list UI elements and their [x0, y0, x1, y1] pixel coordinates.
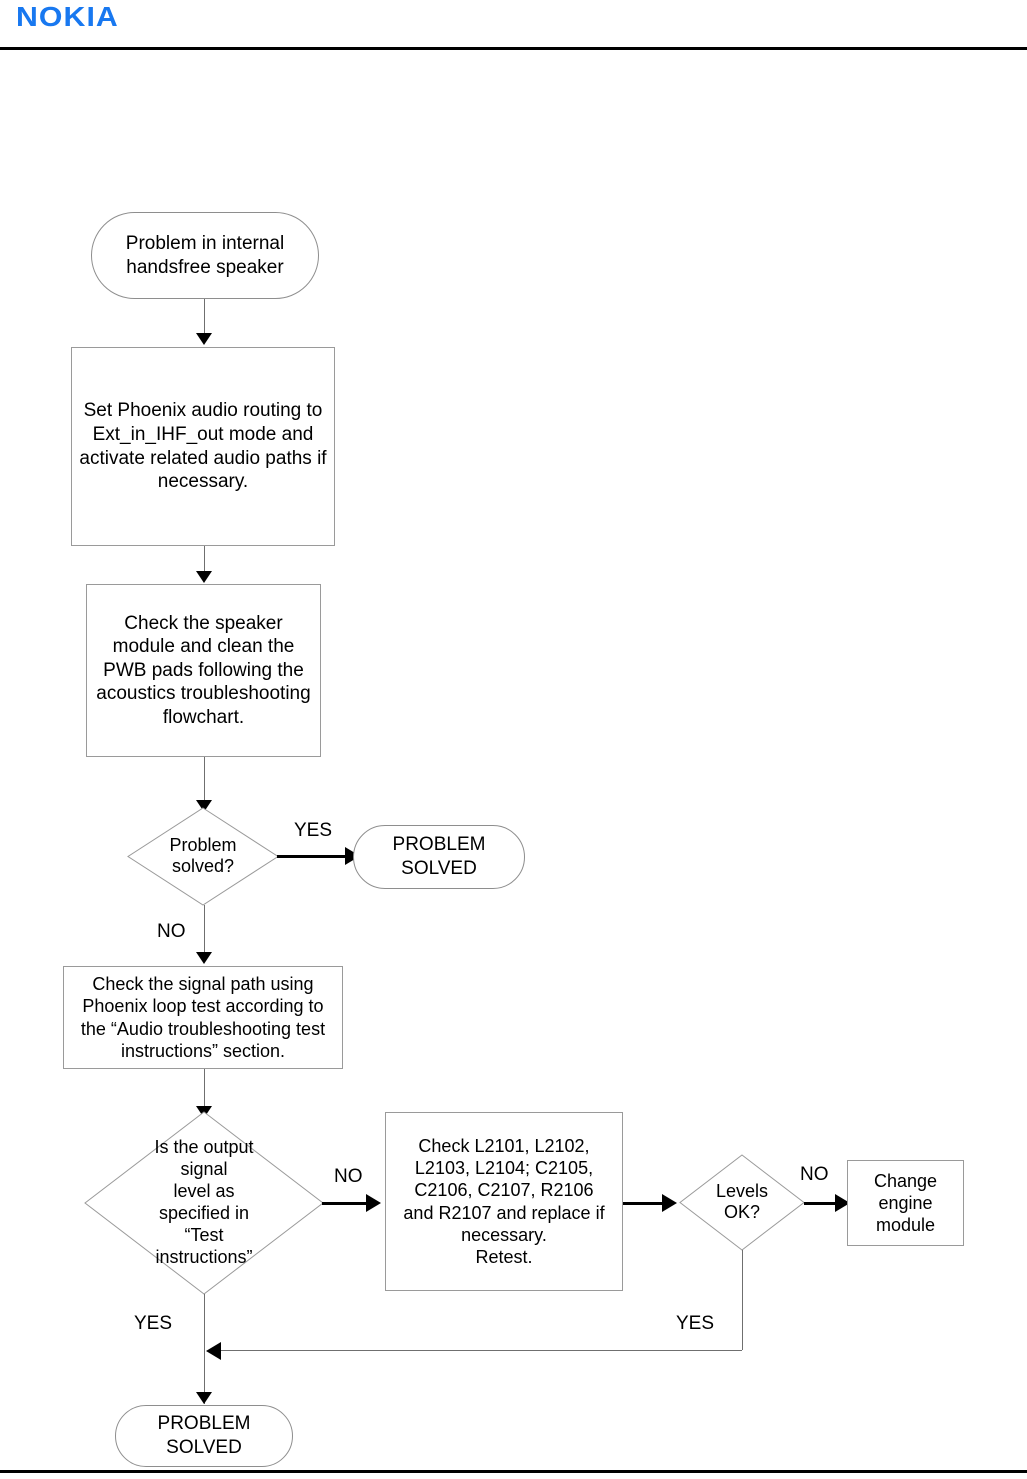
node-start: Problem in internal handsfree speaker: [91, 212, 319, 299]
arrow-into-set-routing: [196, 333, 212, 345]
node-output-level-decision-label: Is the output signal level as specified …: [154, 1137, 254, 1267]
node-check-components: Check L2101, L2102, L2103, L2104; C2105,…: [385, 1112, 623, 1291]
node-start-label: Problem in internal handsfree speaker: [125, 232, 285, 278]
node-problem-solved-end-1-label: PROBLEM SOLVED: [392, 834, 486, 879]
header-divider: [0, 47, 1027, 50]
node-check-signal-path: Check the signal path using Phoenix loop…: [63, 966, 343, 1069]
arrow-into-check-signal-path: [196, 952, 212, 964]
edge-label-output-level-no: NO: [334, 1166, 363, 1187]
node-problem-solved-end-2-label: PROBLEM SOLVED: [157, 1413, 251, 1458]
arrow-into-check-speaker: [196, 571, 212, 583]
connector-set-routing-to-check-speaker: [204, 546, 205, 574]
node-levels-ok-decision-label: Levels OK?: [715, 1180, 769, 1223]
connector-levels-ok-yes-vertical: [742, 1250, 743, 1350]
connector-start-to-set-routing: [204, 299, 205, 335]
connector-problem-solved-no: [204, 905, 205, 958]
arrow-merge-into-main-path: [206, 1342, 221, 1360]
node-set-audio-routing: Set Phoenix audio routing to Ext_in_IHF_…: [71, 347, 335, 546]
connector-components-to-levels-decision: [623, 1202, 665, 1205]
arrow-into-problem-solved-decision: [196, 800, 212, 812]
connector-output-level-no: [322, 1202, 369, 1205]
node-output-level-decision: Is the output signal level as specified …: [84, 1111, 324, 1295]
connector-levels-ok-yes-horizontal: [212, 1350, 742, 1351]
edge-label-output-level-yes: YES: [134, 1313, 173, 1334]
arrow-into-levels-ok-decision: [662, 1194, 677, 1212]
node-problem-solved-end-2: PROBLEM SOLVED: [115, 1405, 293, 1467]
nokia-logo: NOKIA: [16, 1, 119, 32]
connector-problem-solved-yes: [277, 855, 349, 858]
arrow-into-problem-solved-end-2: [196, 1392, 212, 1404]
node-change-engine-module-label: Change engine module: [873, 1170, 938, 1236]
node-change-engine-module: Change engine module: [847, 1160, 964, 1246]
node-check-speaker-module: Check the speaker module and clean the P…: [86, 584, 321, 757]
edge-label-levels-ok-yes: YES: [676, 1313, 715, 1334]
connector-output-level-yes: [204, 1294, 205, 1404]
diamond-shape-problem-solved: [127, 807, 279, 906]
connector-check-signal-to-output-decision: [204, 1069, 205, 1114]
node-check-speaker-module-label: Check the speaker module and clean the P…: [96, 612, 311, 728]
node-problem-solved-decision-label: Problem solved?: [169, 834, 237, 877]
node-check-components-label: Check L2101, L2102, L2103, L2104; C2105,…: [403, 1135, 605, 1268]
node-levels-ok-decision: Levels OK?: [679, 1154, 805, 1251]
node-set-audio-routing-label: Set Phoenix audio routing to Ext_in_IHF_…: [79, 400, 327, 493]
connector-levels-ok-no: [804, 1202, 840, 1205]
edge-label-problem-solved-yes: YES: [294, 820, 333, 841]
edge-label-problem-solved-no: NO: [157, 921, 186, 942]
node-check-signal-path-label: Check the signal path using Phoenix loop…: [80, 973, 326, 1061]
arrow-into-check-components: [366, 1194, 381, 1212]
footer-divider: [0, 1470, 1027, 1473]
node-problem-solved-decision: Problem solved?: [127, 807, 279, 906]
edge-label-levels-ok-no: NO: [800, 1164, 829, 1185]
node-problem-solved-end-1: PROBLEM SOLVED: [353, 825, 525, 889]
connector-check-speaker-to-decision: [204, 757, 205, 805]
arrow-into-change-engine-module: [835, 1194, 850, 1212]
